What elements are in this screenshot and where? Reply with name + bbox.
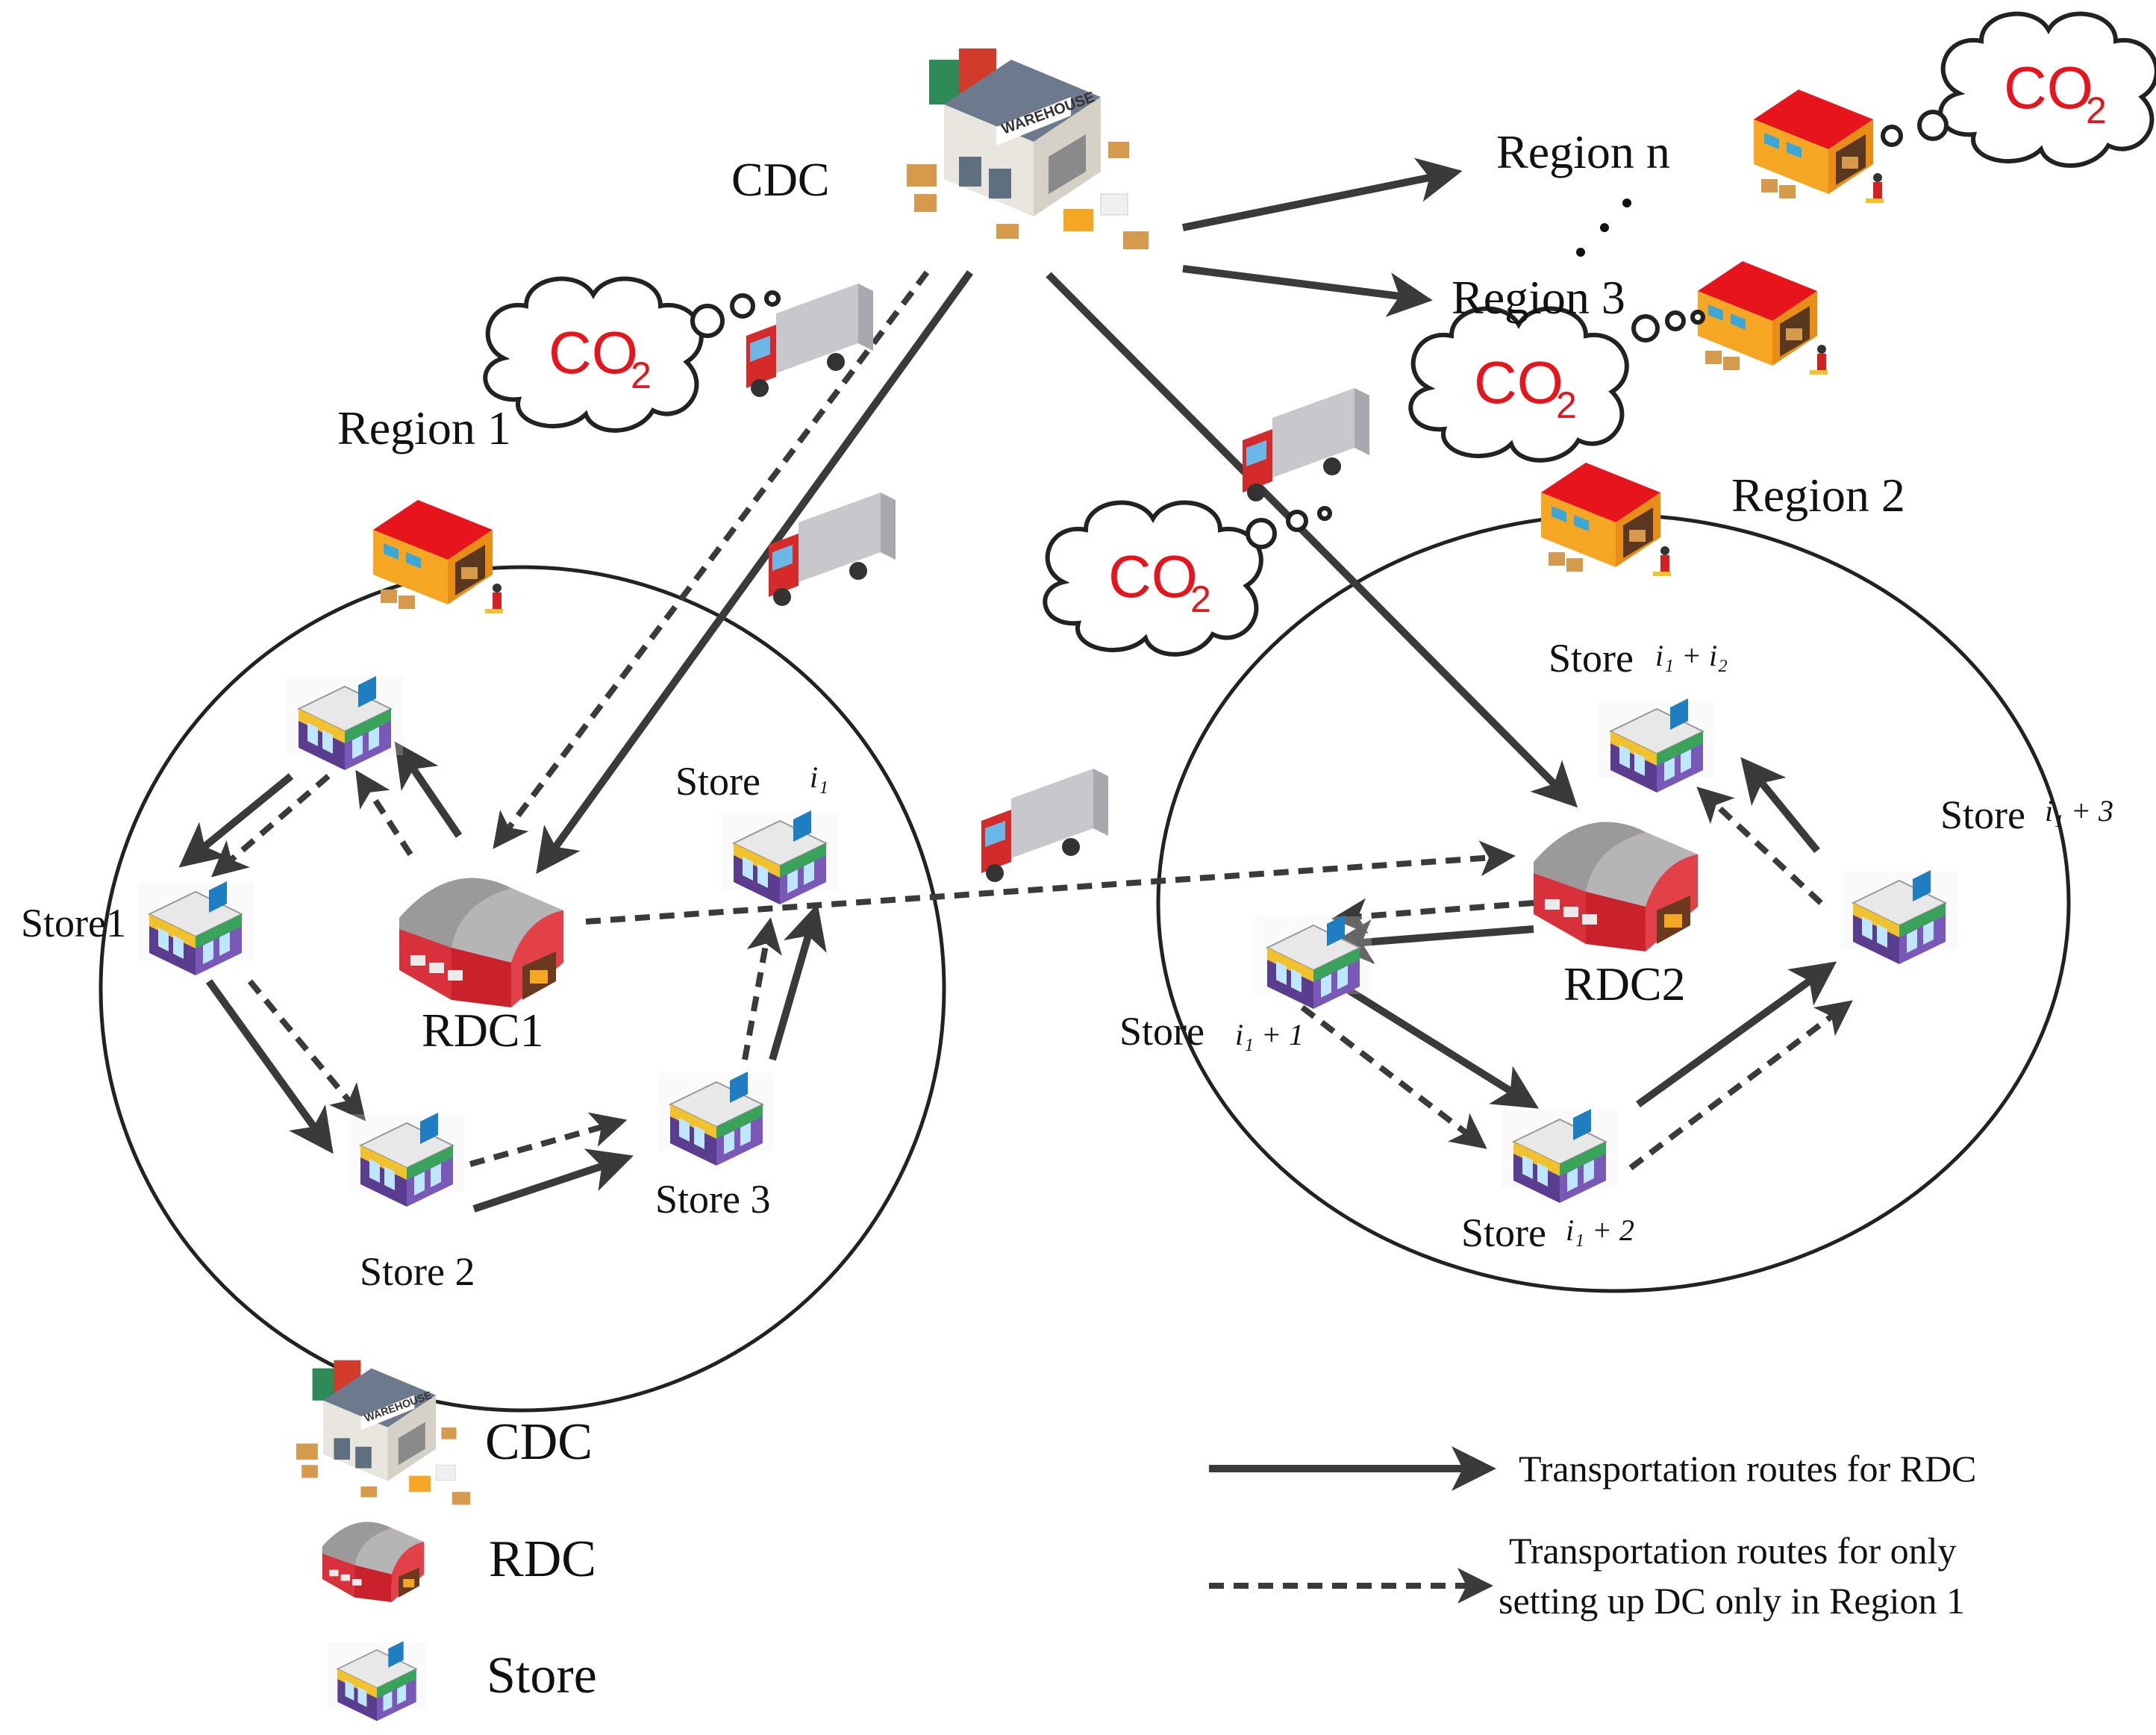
store-i1-label: Store [675,759,760,804]
truck-icon [769,493,896,606]
route-store2-store3-dashed [469,1112,628,1167]
route-storei1p1-storei1p2-dashed [1300,1004,1487,1149]
co2-subscript: 2 [631,354,652,396]
cdc-label: CDC [731,153,830,206]
region-1-label: Region 1 [337,401,511,454]
store-i1p3-subscript: i₁ + 3 [2045,794,2113,828]
co2-cloud: CO 2 [1940,14,2156,166]
store-i1pi2-subscript: i₁ + i₂ [1655,639,1728,672]
thought-bubble [1665,310,1686,331]
region-1-warehouse-icon [373,500,503,613]
co2-cloud: CO 2 [485,279,702,431]
rdc2-label: RDC2 [1563,957,1686,1010]
route-storeA-store1 [178,773,294,868]
store3-icon [657,1071,775,1166]
region-3-label: Region 3 [1452,271,1625,324]
legend-store-icon [326,1640,428,1722]
store1-label: Store1 [21,901,126,945]
thought-bubble [1881,125,1903,147]
legend-solid-label: Transportation routes for RDC [1519,1448,1976,1489]
legend-store-label: Store [487,1647,597,1704]
ellipsis-dot [1600,223,1609,232]
store2-icon [348,1112,466,1207]
route-storei1p3-storei1pi2-dashed [1696,787,1823,905]
co2-text: CO [549,319,638,386]
cdc-warehouse-icon [906,48,1149,250]
thought-bubble [1690,310,1705,325]
route-cdc-rdc1-dashed [493,270,930,849]
route-storei1p1-storei1p2 [1326,974,1539,1109]
route-store1-store2-dashed [247,979,366,1122]
region-n-warehouse-icon [1754,90,1884,203]
legend-cdc-icon [296,1360,471,1505]
store2-label: Store 2 [360,1249,475,1294]
store-i1p3-icon [1840,869,1958,965]
rdc2-icon [1534,822,1698,951]
region-2-label: Region 2 [1731,469,1905,522]
thought-bubble [1917,110,1949,141]
legend-cdc-label: CDC [485,1413,593,1471]
route-storei1p2-storei1p3 [1636,961,1837,1108]
rdc1-label: RDC1 [422,1004,544,1057]
legend: CDC RDC Store Transportation routes for … [296,1360,1976,1722]
store-i1-subscript: i₁ [810,760,828,794]
thought-bubble [1286,510,1308,532]
co2-cloud: CO 2 [1410,309,1627,460]
store-i1p3-label: Store [1940,793,2025,837]
store3-label: Store 3 [655,1177,771,1222]
route-rdc2-storei1p1 [1328,919,1534,964]
region-1-boundary [99,565,946,1413]
ellipsis-dot [1576,248,1585,257]
legend-dashed-label-line2: setting up DC only in Region 1 [1499,1580,1965,1622]
store-i1pi2-icon [1598,698,1716,793]
rdc1-icon [399,878,563,1007]
route-rdc1-rdc2-dashed [585,840,1516,925]
store-icon [286,675,404,771]
region-n-label: Region n [1496,125,1670,178]
store-i1p2-subscript: i₁ + 2 [1566,1213,1634,1247]
co2-subscript: 2 [2086,90,2107,131]
thought-bubble [690,304,725,338]
thought-bubble [730,293,755,319]
store-i1-icon [721,810,839,905]
store-i1p2-icon [1501,1108,1619,1204]
route-storei1p3-storei1pi2 [1740,757,1820,854]
route-cdc-rdc1 [536,270,974,875]
route-store1-store2 [205,979,334,1154]
co2-text: CO [1108,543,1198,610]
region-2-warehouse-icon [1541,463,1671,576]
legend-dashed-label-line1: Transportation routes for only [1509,1530,1957,1572]
route-store3-storei1-dashed [742,917,782,1060]
route-rdc1-storeA-dashed [355,769,413,857]
route-cdc-region-n [1182,157,1463,231]
store-i1p1-label: Store [1119,1009,1204,1054]
thought-bubble [764,290,781,307]
route-rdc2-storei1p1-dashed [1331,898,1534,934]
truck-icon [981,769,1108,882]
store1-icon [137,881,254,976]
legend-rdc-icon [322,1522,425,1602]
route-rdc1-storeA [394,741,463,838]
store-i1pi2-label: Store [1549,636,1634,681]
truck-icon [1243,388,1369,501]
route-store2-store3 [472,1148,634,1213]
thought-bubble [1631,314,1660,343]
route-store3-storei1 [769,903,827,1061]
thought-bubble [1246,518,1277,549]
co2-text: CO [1474,349,1563,416]
co2-subscript: 2 [1556,384,1577,426]
route-storei1p2-storei1p3-dashed [1628,1000,1853,1171]
co2-subscript: 2 [1190,578,1211,620]
route-cdc-rdc2 [1046,272,1578,808]
legend-rdc-label: RDC [489,1531,596,1588]
co2-cloud: CO 2 [1045,503,1261,654]
region-3-warehouse-icon [1698,261,1828,375]
store-i1p2-label: Store [1461,1210,1546,1255]
thought-bubble [1317,506,1332,521]
ellipsis-dot [1622,198,1631,207]
co2-text: CO [2004,54,2093,121]
route-cdc-region-3 [1182,265,1433,317]
store-i1p1-subscript: i₁ + 1 [1235,1018,1304,1051]
